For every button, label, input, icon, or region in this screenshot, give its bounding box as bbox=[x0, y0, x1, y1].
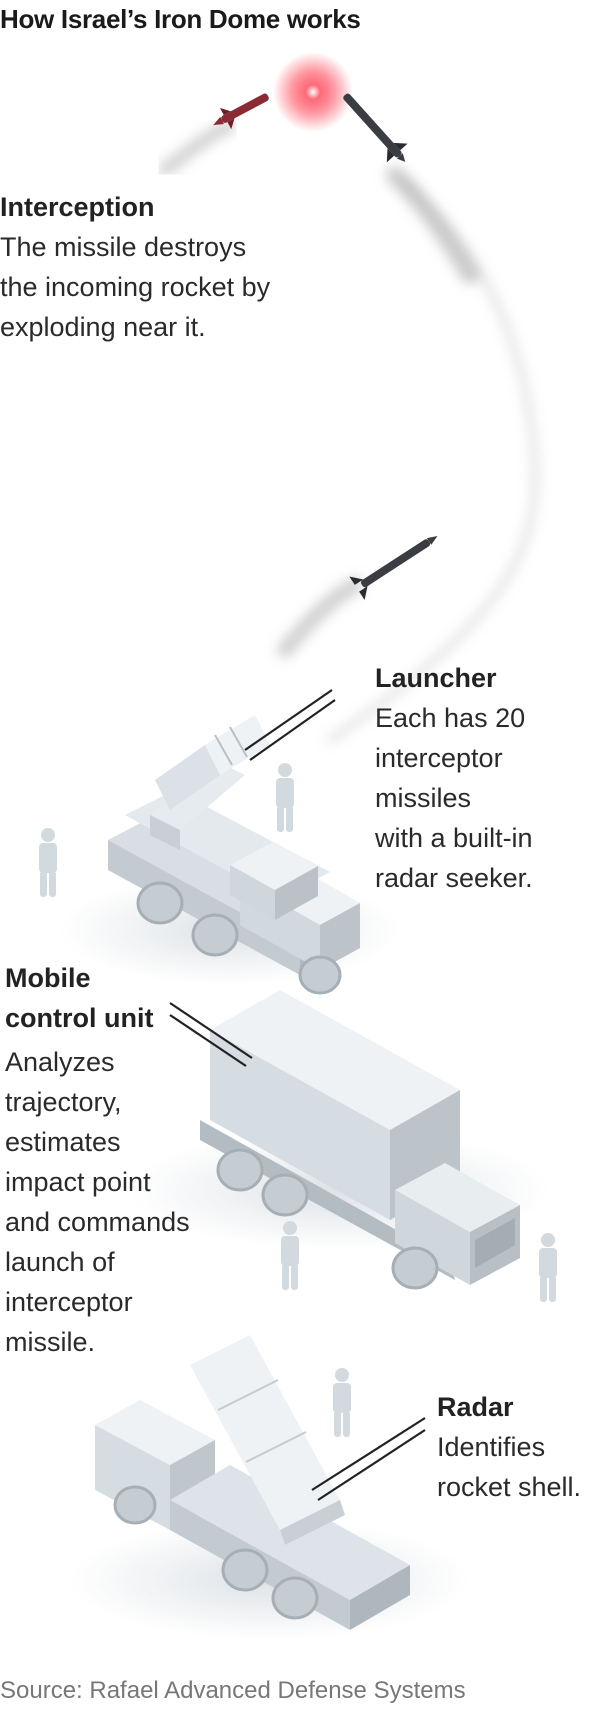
source-note: Source: Rafael Advanced Defense Systems bbox=[0, 1677, 466, 1704]
incoming-rocket-icon bbox=[213, 93, 269, 130]
interceptor-missile-top-icon bbox=[343, 93, 408, 163]
explosion-glow bbox=[273, 52, 353, 132]
radar-label: Radar Identifies rocket shell. bbox=[437, 1392, 581, 1507]
control-unit-heading: Mobile control unit bbox=[5, 963, 154, 1033]
launcher-label: Launcher Each has 20 interceptor missile… bbox=[375, 663, 533, 898]
soldier-figures bbox=[39, 763, 557, 1437]
radar-text: Identifies rocket shell. bbox=[437, 1432, 582, 1502]
control-unit-label: Mobile control unit Analyzes trajectory,… bbox=[5, 958, 190, 1362]
interception-heading: Interception bbox=[0, 192, 155, 222]
control-unit-truck-illustration bbox=[130, 990, 550, 1290]
rocket-smoke-trail bbox=[158, 118, 237, 177]
launcher-text: Each has 20 interceptor missiles with a … bbox=[375, 703, 533, 893]
interception-label: Interception The missile destroys the in… bbox=[0, 192, 270, 347]
control-unit-text: Analyzes trajectory, estimates impact po… bbox=[5, 1047, 190, 1357]
radar-truck-illustration bbox=[70, 1335, 470, 1640]
interception-text: The missile destroys the incoming rocket… bbox=[0, 232, 271, 342]
radar-heading: Radar bbox=[437, 1392, 514, 1422]
launcher-heading: Launcher bbox=[375, 663, 497, 693]
page-title: How Israel’s Iron Dome works bbox=[0, 4, 361, 34]
leader-lines bbox=[169, 689, 426, 1501]
interceptor-smoke-trail bbox=[277, 166, 539, 743]
interceptor-missile-rising-icon bbox=[349, 535, 438, 601]
launcher-truck-illustration bbox=[60, 715, 400, 995]
